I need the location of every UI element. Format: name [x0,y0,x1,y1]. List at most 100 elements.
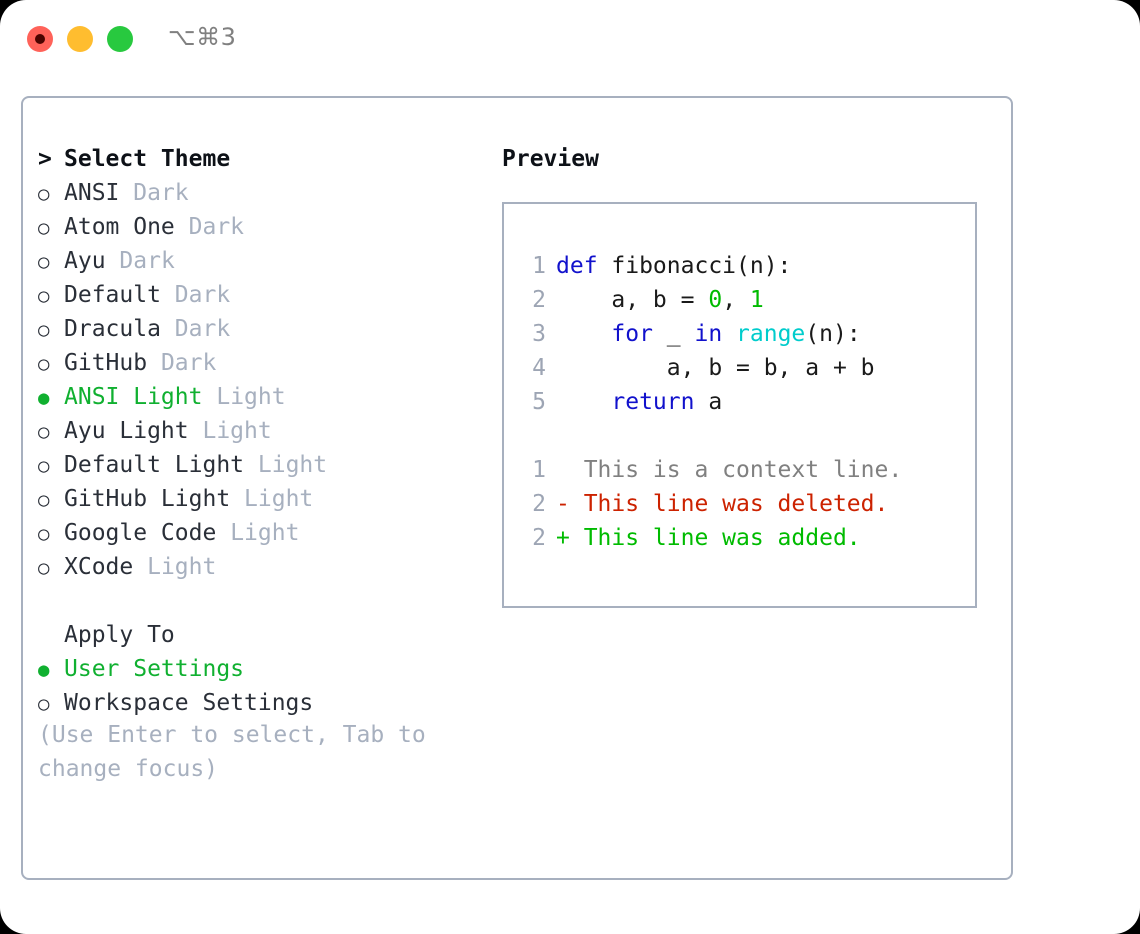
line-number: 1 [532,457,546,483]
code-token-plain: a, b = [556,287,709,313]
apply-to-option-label: Workspace Settings [64,690,314,716]
radio-unselected-icon: ○ [38,523,50,545]
main-panel: >Select Theme ○ANSI Dark ○Atom One Dark … [21,96,1013,880]
code-token-plain: a [694,389,723,415]
theme-list-item[interactable]: ○ ANSI Dark [38,176,478,210]
radio-unselected-icon: ○ [38,353,50,375]
theme-list-item[interactable]: ○ Ayu Light Light [38,414,478,448]
radio-unselected-icon: ○ [38,217,50,239]
line-number: 4 [532,355,546,381]
theme-list-item[interactable]: ○ Default Light Light [38,448,478,482]
code-token-plain: a, b = b, a + b [556,355,875,381]
line-number: 3 [532,321,546,347]
apply-to-label: Apply To [64,622,175,648]
theme-list-item[interactable]: ○ XCode Light [38,550,478,584]
list-spacer [38,584,478,618]
theme-picker-column: >Select Theme ○ANSI Dark ○Atom One Dark … [38,142,478,720]
radio-unselected-icon: ○ [38,183,50,205]
code-token-plain: (n): [805,321,861,347]
line-number: 2 [532,287,546,313]
code-token-plain [556,389,611,415]
theme-name: ANSI [64,180,120,206]
blank-marker: \u00A0 [38,619,64,653]
theme-variant [119,176,133,210]
radio-unselected-icon: ○ [38,455,50,477]
theme-name: Ayu [64,248,106,274]
diff-line-deleted: 2 - This line was deleted. [516,487,966,521]
code-line: 4 a, b = b, a + b [516,351,966,385]
code-preview: 1 def fibonacci(n): 2 a, b = 0, 1 3 for _… [516,249,966,555]
theme-name: GitHub [64,350,148,376]
code-line: 1 def fibonacci(n): [516,249,966,283]
theme-variant-label: Dark [174,282,231,308]
theme-list-item[interactable]: ○Default Dark [38,278,478,312]
theme-variant-label: Light [244,486,314,512]
code-diff-spacer [516,419,966,453]
theme-list-item[interactable]: ○ Atom One Dark [38,210,478,244]
theme-list-item[interactable]: ○GitHub Dark [38,346,478,380]
theme-variant-label: Dark [133,180,189,206]
radio-unselected-icon: ○ [38,319,50,341]
radio-unselected-icon: ○ [38,489,50,511]
theme-list-item[interactable]: ○Ayu Dark [38,244,478,278]
title-bar: ⌥⌘3 [0,0,1140,78]
diff-line-context: 1 This is a context line. [516,453,966,487]
theme-name: XCode [64,554,134,580]
apply-to-option-label: User Settings [64,656,245,682]
code-token-keyword: return [611,389,695,415]
theme-list-item-selected[interactable]: ● ANSI Light Light [38,380,478,414]
theme-name: Atom One [64,214,175,240]
radio-unselected-icon: ○ [38,557,50,579]
apply-to-option-selected[interactable]: ● User Settings [38,652,478,686]
radio-unselected-icon: ○ [38,421,50,443]
preview-box: 1 def fibonacci(n): 2 a, b = 0, 1 3 for _… [502,202,977,608]
theme-list-item[interactable]: ○Google Code Light [38,516,478,550]
minimize-window-button[interactable] [67,26,93,52]
theme-picker-header: >Select Theme [38,142,478,176]
code-token-keyword: in [694,321,723,347]
page-title: Select Theme [64,146,231,172]
line-number: 2 [532,525,546,551]
code-token-plain: , [722,287,750,313]
code-token-keyword: def [556,253,598,279]
keyboard-shortcut-label: ⌥⌘3 [168,23,237,51]
theme-name: Ayu Light [64,418,189,444]
code-line: 3 for _ in range(n): [516,317,966,351]
line-number: 5 [532,389,546,415]
diff-line-text: This is a context line. [556,457,903,483]
theme-variant-label: Light [216,384,286,410]
line-number: 1 [532,253,546,279]
theme-name: ANSI Light [64,384,203,410]
theme-variant-label: Light [147,554,217,580]
radio-unselected-icon: ○ [38,693,50,715]
line-number: 2 [532,491,546,517]
diff-line-text: - This line was deleted. [556,491,889,517]
theme-variant-label: Dark [188,214,245,240]
code-token-plain [556,321,611,347]
diff-line-added: 2 + This line was added. [516,521,966,555]
diff-line-text: + This line was added. [556,525,861,551]
radio-selected-icon: ● [38,659,50,681]
apply-to-option[interactable]: ○ Workspace Settings [38,686,478,720]
code-token-number: 0 [708,287,723,313]
theme-name: Dracula [64,316,161,342]
maximize-window-button[interactable] [107,26,133,52]
radio-unselected-icon: ○ [38,285,50,307]
code-token-plain: fibonacci(n): [597,253,792,279]
code-line: 2 a, b = 0, 1 [516,283,966,317]
theme-variant-label: Light [202,418,272,444]
apply-to-section-header: \u00A0Apply To [38,618,478,652]
code-token-number: 1 [749,287,764,313]
theme-name: Google Code [64,520,217,546]
theme-list-item[interactable]: ○Dracula Dark [38,312,478,346]
theme-list-item[interactable]: ○GitHub Light Light [38,482,478,516]
theme-variant-label: Light [257,452,328,478]
code-token-function: range [736,321,806,347]
theme-name: Default Light [64,452,245,478]
radio-selected-icon: ● [38,387,50,409]
code-token-plain [722,321,736,347]
radio-unselected-icon: ○ [38,251,50,273]
close-icon [35,34,45,44]
